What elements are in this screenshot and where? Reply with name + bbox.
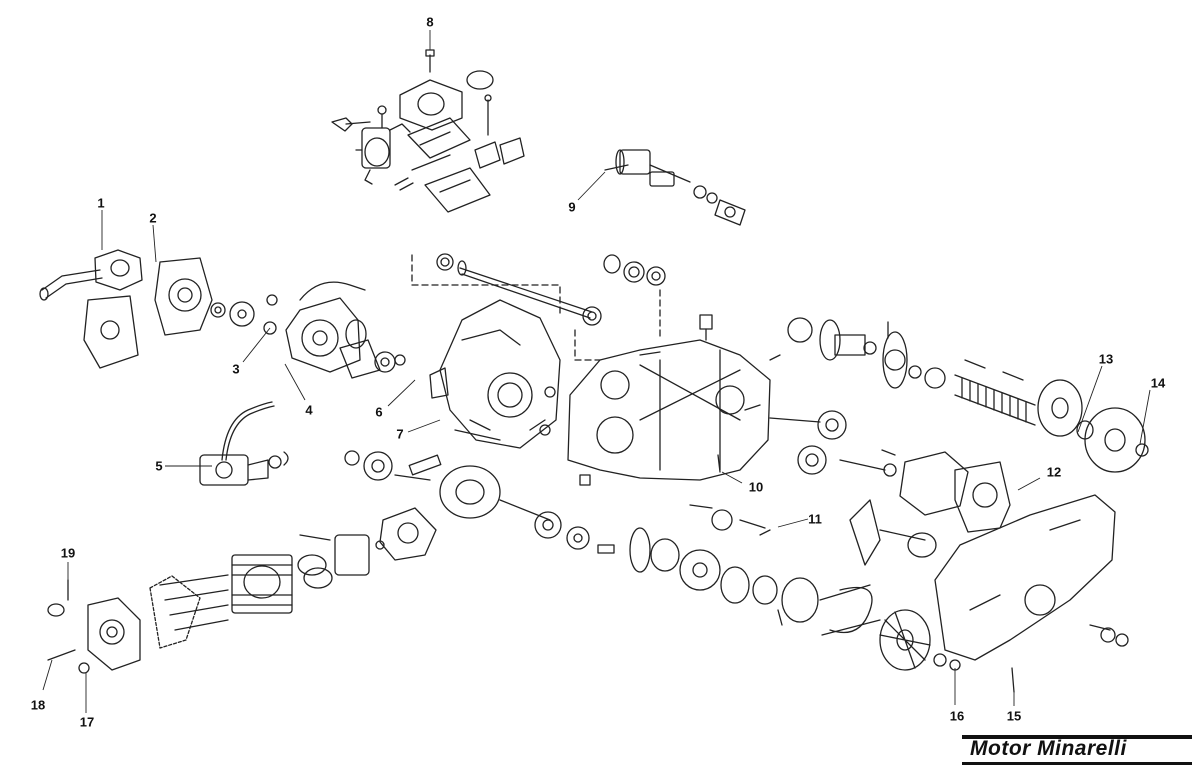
callout-16: 16 xyxy=(949,708,965,724)
clutch-spring xyxy=(908,365,1036,426)
cylinder-head xyxy=(87,597,141,671)
leader-13 xyxy=(1077,365,1103,433)
gearbox-cover xyxy=(899,451,1011,533)
bearing-set xyxy=(603,254,666,286)
callout-15: 15 xyxy=(1006,708,1022,724)
leader-2 xyxy=(152,224,157,263)
callout-14: 14 xyxy=(1150,375,1166,391)
leader-7 xyxy=(407,419,441,433)
callout-2: 2 xyxy=(149,210,157,226)
callout-12: 12 xyxy=(1046,464,1062,480)
leader-11 xyxy=(777,518,809,528)
leader-12 xyxy=(1017,477,1041,491)
leader-4 xyxy=(284,363,306,401)
brand-bar-bottom xyxy=(962,762,1192,765)
crankshaft-assembly xyxy=(344,450,615,554)
dashed-guide xyxy=(574,329,601,361)
leader-18 xyxy=(42,659,53,691)
pulley-assembly xyxy=(787,317,908,389)
brand-bar-top xyxy=(962,735,1192,739)
right-crankcase xyxy=(567,314,781,486)
callout-19: 19 xyxy=(60,545,76,561)
callout-10: 10 xyxy=(748,479,764,495)
leader-6 xyxy=(387,379,416,407)
variator xyxy=(629,504,783,626)
callout-7: 7 xyxy=(396,426,404,442)
cooling-fan xyxy=(879,609,961,671)
callout-11: 11 xyxy=(808,511,822,527)
studs xyxy=(149,574,229,649)
leader-10 xyxy=(721,471,743,484)
clutch-unit xyxy=(1037,379,1149,473)
head-parts xyxy=(47,579,90,674)
callout-8: 8 xyxy=(426,14,434,30)
leader-14 xyxy=(1139,389,1151,445)
left-crankcase xyxy=(429,299,561,449)
starter-motor xyxy=(604,149,746,226)
gear-shafts xyxy=(717,410,897,477)
piston xyxy=(297,534,385,589)
bolt-8 xyxy=(425,49,435,73)
callout-17: 17 xyxy=(79,714,95,730)
leader-3 xyxy=(242,327,271,363)
callout-4: 4 xyxy=(305,402,313,418)
gasket xyxy=(379,507,437,561)
brand-logo: Motor Minarelli xyxy=(962,735,1192,765)
pins xyxy=(964,359,1024,381)
dashed-guide xyxy=(411,254,561,316)
drive-belt xyxy=(781,577,881,636)
brand-name: Motor Minarelli xyxy=(970,737,1127,760)
callout-3: 3 xyxy=(232,361,240,377)
leader-9 xyxy=(577,171,606,201)
transmission-cover xyxy=(934,494,1129,693)
callout-18: 18 xyxy=(30,697,46,713)
carburetor-assembly xyxy=(331,105,414,191)
driven-pulley xyxy=(849,499,937,566)
callout-5: 5 xyxy=(155,458,163,474)
drive-shaft xyxy=(436,253,602,326)
callout-1: 1 xyxy=(97,195,105,211)
callout-6: 6 xyxy=(375,404,383,420)
oil-pump xyxy=(199,401,289,486)
intake-manifold xyxy=(399,79,525,213)
stator-cover xyxy=(285,281,406,379)
cylinder xyxy=(231,554,293,614)
clip-and-bolt xyxy=(466,70,494,136)
callout-13: 13 xyxy=(1098,351,1114,367)
callout-9: 9 xyxy=(568,199,576,215)
water-pump xyxy=(39,249,278,369)
